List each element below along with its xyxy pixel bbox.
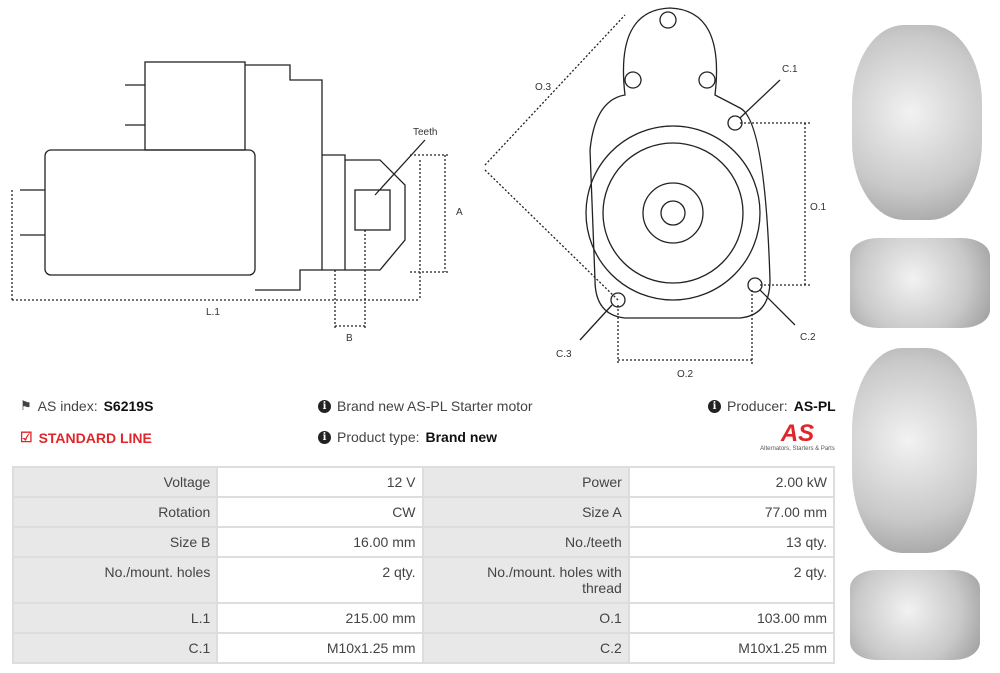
product-photo-side-2[interactable]	[850, 570, 980, 660]
spec-label: Rotation	[11, 496, 219, 528]
label-o3: O.3	[535, 82, 552, 93]
label-teeth: Teeth	[413, 127, 437, 138]
as-index-label: AS index:	[37, 398, 98, 414]
spec-value: M10x1.25 mm	[216, 632, 424, 664]
product-type-value: Brand new	[425, 429, 498, 445]
product-photo-side[interactable]	[850, 238, 990, 328]
as-index: ⚑ AS index: S6219S	[20, 398, 153, 414]
spec-label: Size B	[11, 526, 219, 558]
spec-value: 215.00 mm	[216, 602, 424, 634]
spec-value: 103.00 mm	[627, 602, 836, 634]
spec-label: Size A	[421, 496, 630, 528]
spec-value: 2.00 kW	[627, 466, 836, 498]
checkbox-icon: ☑	[20, 429, 33, 445]
as-pl-logo: AS Alternators, Starters & Parts	[755, 420, 840, 453]
producer: i Producer: AS-PL	[708, 398, 836, 414]
logo-text: AS	[780, 420, 815, 447]
spec-value: 16.00 mm	[216, 526, 424, 558]
side-view-drawing	[11, 61, 450, 330]
product-photo-front[interactable]	[852, 25, 982, 220]
spec-value: 13 qty.	[627, 526, 836, 558]
label-l1: L.1	[206, 307, 220, 318]
info-icon: i	[318, 399, 331, 413]
producer-value: AS-PL	[793, 398, 836, 414]
label-c1: C.1	[782, 64, 798, 75]
label-o1: O.1	[810, 202, 827, 213]
label-a: A	[456, 207, 463, 218]
standard-line-badge: ☑ STANDARD LINE	[20, 429, 152, 446]
spec-label: No./teeth	[421, 526, 630, 558]
tags-icon: ⚑	[20, 398, 32, 413]
description-text: Brand new AS-PL Starter motor	[337, 398, 533, 414]
spec-value: 2 qty.	[216, 556, 424, 604]
spec-label: No./mount. holes	[11, 556, 219, 604]
product-type: i Product type: Brand new	[318, 429, 497, 445]
label-c3: C.3	[556, 349, 572, 360]
logo-tagline: Alternators, Starters & Parts	[760, 446, 835, 452]
label-c2: C.2	[800, 332, 816, 343]
spec-label: L.1	[11, 602, 219, 634]
spec-value: 2 qty.	[627, 556, 836, 604]
spec-label: C.1	[11, 632, 219, 664]
info-icon: i	[708, 399, 721, 413]
spec-label: C.2	[421, 632, 630, 664]
spec-value: 12 V	[216, 466, 424, 498]
spec-label: O.1	[421, 602, 630, 634]
technical-drawing: Teeth A L.1 B O.3 C.1 O.1 C.2 C.3 O.2	[11, 7, 827, 380]
standard-line-label: STANDARD LINE	[38, 429, 152, 446]
as-index-value: S6219S	[103, 398, 154, 414]
product-type-label: Product type:	[337, 429, 420, 445]
front-view-drawing	[484, 7, 810, 365]
producer-label: Producer:	[727, 398, 788, 414]
spec-label: No./mount. holes with thread	[421, 556, 630, 604]
spec-label: Power	[421, 466, 630, 498]
description: i Brand new AS-PL Starter motor	[318, 398, 533, 414]
label-o2: O.2	[677, 369, 694, 380]
product-photo-rear[interactable]	[852, 348, 977, 553]
spec-value: CW	[216, 496, 424, 528]
spec-label: Voltage	[11, 466, 219, 498]
spec-value: 77.00 mm	[627, 496, 836, 528]
info-icon: i	[318, 430, 331, 444]
spec-value: M10x1.25 mm	[627, 632, 836, 664]
label-b: B	[346, 333, 353, 344]
